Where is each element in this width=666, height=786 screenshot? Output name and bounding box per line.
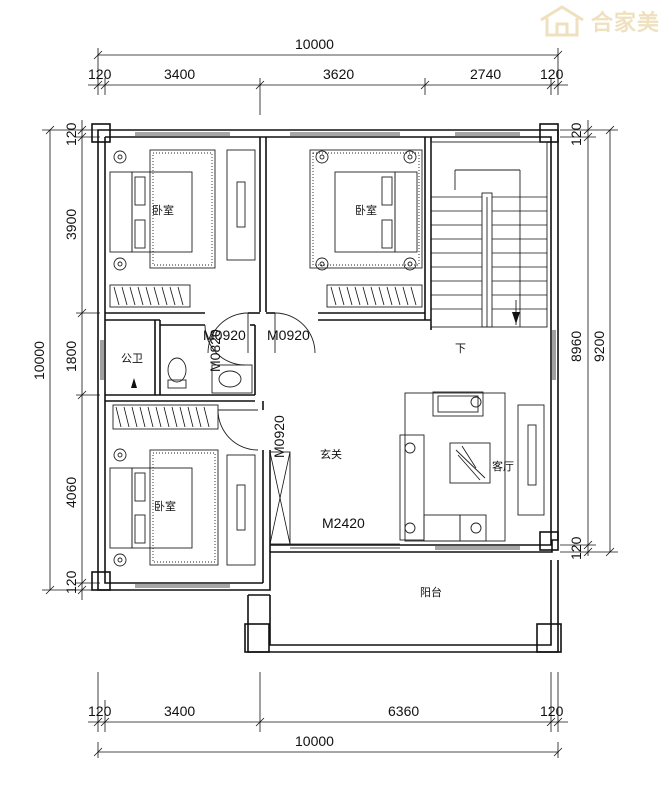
door-label-m0820-bathroom: M0820 [207, 329, 223, 372]
exterior-walls [91, 123, 559, 591]
living-room-label: 客厅 [492, 459, 514, 473]
left-dim-120-bottom: 120 [63, 570, 79, 594]
top-total-dimension: 10000 [295, 36, 334, 52]
bedroom-1-label: 卧室 [152, 203, 174, 217]
top-dim-3400: 3400 [164, 66, 195, 82]
top-dim-2740: 2740 [470, 66, 501, 82]
right-dim-8960: 8960 [568, 331, 584, 362]
stair-treads [431, 196, 547, 310]
entry-sliding-door [290, 543, 400, 549]
brand-logo: 合家美 [537, 4, 660, 38]
door-label-m0920-bedroom1: M0920 [203, 327, 246, 343]
top-dim-120-right: 120 [540, 66, 564, 82]
bottom-dim-120-right: 120 [540, 703, 564, 719]
bedroom-3-furniture [109, 448, 256, 567]
bottom-dim-6360: 6360 [388, 703, 419, 719]
left-dim-1800: 1800 [63, 341, 79, 372]
door-swings-upper [204, 312, 316, 366]
top-dim-120-left: 120 [88, 66, 112, 82]
left-dim-120-top: 120 [63, 122, 79, 146]
door-label-m2420-entry: M2420 [322, 515, 365, 531]
house-logo-icon [540, 5, 584, 37]
bathroom-fixtures [131, 357, 253, 394]
left-total-dimension: 10000 [31, 341, 47, 380]
foyer-label: 玄关 [320, 447, 342, 461]
bottom-dim-3400: 3400 [164, 703, 195, 719]
door-label-m0920-bedroom2: M0920 [267, 327, 310, 343]
bedroom-2-furniture [309, 149, 423, 308]
foyer-shoe-cabinet [269, 451, 291, 545]
right-dim-120-bottom: 120 [568, 536, 584, 560]
bedroom-2-label: 卧室 [355, 203, 377, 217]
right-total-dimension: 9200 [591, 331, 607, 362]
bottom-total-dimension: 10000 [295, 733, 334, 749]
stairs-down-label: 下 [455, 342, 466, 355]
right-dim-120-top: 120 [568, 122, 584, 146]
left-dim-3900: 3900 [63, 209, 79, 240]
door-label-m0920-bedroom3: M0920 [271, 415, 287, 458]
balcony [244, 560, 562, 653]
bathroom-label: 公卫 [121, 352, 143, 365]
logo-text: 合家美 [590, 11, 660, 36]
bedroom-3-label: 卧室 [154, 499, 176, 513]
staircase [430, 141, 548, 328]
top-dim-3620: 3620 [323, 66, 354, 82]
right-dimension-lines [560, 120, 618, 557]
left-dimension-lines [42, 120, 100, 600]
bottom-dim-120-left: 120 [88, 703, 112, 719]
left-dim-4060: 4060 [63, 477, 79, 508]
bottom-dimension-lines [88, 672, 568, 758]
balcony-label: 阳台 [420, 585, 442, 599]
living-room-furniture [399, 391, 545, 542]
bedroom-1-furniture [109, 149, 256, 308]
top-dimension-lines [88, 48, 568, 115]
bedroom-3-wardrobe [112, 404, 259, 451]
